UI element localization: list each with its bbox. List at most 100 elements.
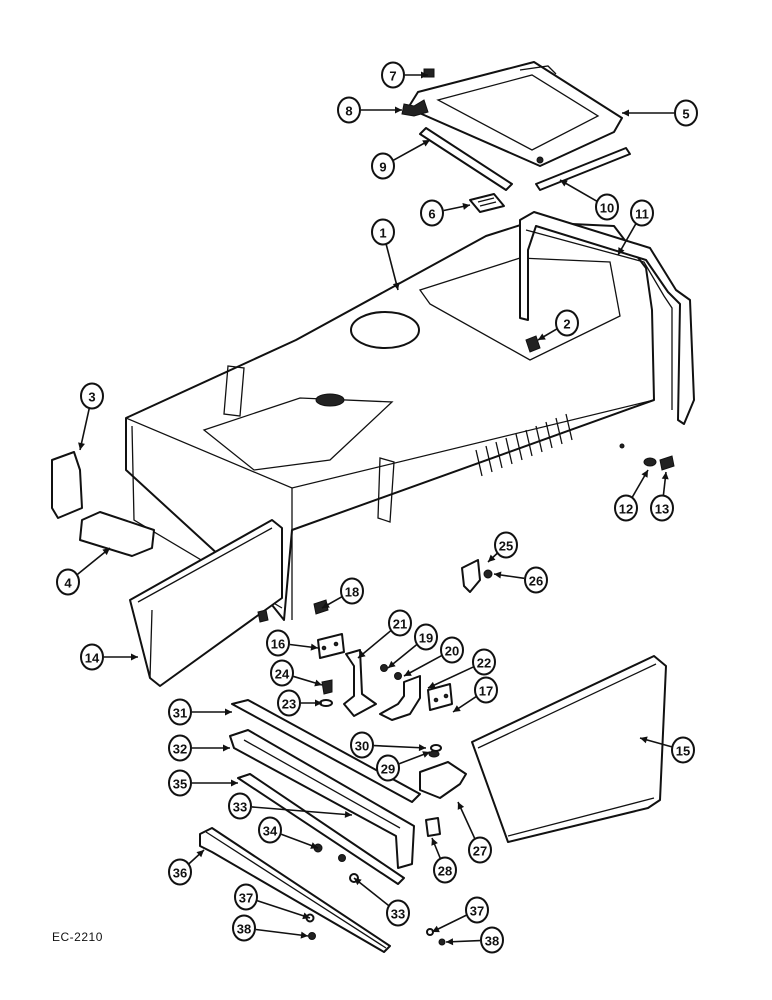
callout-circle [232,914,256,942]
callout-arrowhead [560,180,568,187]
callout-leader [79,407,91,451]
callout-label: 21 [393,617,407,632]
callout-c15: 15 [639,736,695,764]
callout-circle [80,643,104,671]
callout-label: 14 [85,651,100,666]
callout-leader [373,744,427,749]
callout-arrowhead [78,442,85,450]
part-11-front-grille-seal [519,211,695,425]
callout-arrowhead [358,650,366,658]
callout-label: 34 [263,824,278,839]
part-5-cover-plate [407,61,623,167]
callout-leader [357,630,392,659]
callout-arrowhead [641,470,648,478]
callout-circle [270,659,294,687]
callout-circle [277,689,301,717]
part-4-rubber-strip [79,511,155,557]
callout-c22: 22 [427,648,496,689]
callout-circle [524,566,548,594]
callout-arrowhead [538,333,546,340]
callout-arrowhead [102,548,110,556]
callout-label: 7 [389,69,396,84]
callout-arrowhead [354,878,362,886]
callout-circle [414,623,438,651]
callout-label: 27 [473,844,487,859]
callout-leader [427,666,474,689]
callout-label: 32 [173,742,187,757]
callout-label: 11 [635,207,649,222]
callout-arrowhead [310,842,318,849]
callout-c14: 14 [80,643,138,671]
callout-label: 2 [563,317,570,332]
part-12-washer [643,457,657,467]
callout-arrowhead [131,653,138,661]
callout-label: 35 [173,777,187,792]
callout-label: 13 [655,502,669,517]
callout-c4: 4 [56,547,111,596]
callout-label: 6 [428,207,435,222]
callout-label: 12 [619,502,633,517]
callout-circle [595,193,619,221]
callout-label: 24 [275,667,290,682]
callout-arrowhead [322,601,330,608]
callout-circle [340,577,364,605]
callout-label: 16 [271,637,285,652]
callout-arrowhead [457,802,465,810]
callout-c33b: 33 [353,877,410,927]
callout-arrowhead [302,912,310,920]
callout-arrowhead [300,931,308,939]
callout-arrowhead [432,925,440,933]
callout-arrowhead [231,779,238,787]
callout-c27: 27 [457,801,492,864]
callout-circle [381,61,405,89]
callout-label: 15 [676,744,690,759]
callout-c3: 3 [78,382,104,451]
callout-arrowhead [418,744,426,752]
part-20-nut [394,672,402,680]
callout-arrowhead [315,699,322,707]
callout-arrowhead [422,751,430,758]
part-28-spacer [425,817,441,837]
part-36-lower-rail [199,827,391,953]
part-13-screw [659,455,675,471]
callout-label: 31 [173,706,187,721]
callout-circle [371,152,395,180]
callout-label: 1 [379,226,386,241]
callout-circle [494,531,518,559]
callout-label: 28 [438,864,452,879]
callout-c29: 29 [376,751,431,782]
callout-c30: 30 [350,731,427,759]
callout-circle [350,731,374,759]
part-6-decal [469,193,505,213]
callout-circle [420,199,444,227]
callout-circle [234,883,258,911]
callout-label: 22 [477,656,491,671]
callout-c6: 6 [420,199,471,227]
callout-leader [353,877,390,907]
part-27-mount-bracket [419,761,467,799]
hood-lower-fastener [257,609,269,623]
callout-arrowhead [421,71,428,79]
callout-arrowhead [453,705,461,712]
part-16-plate [317,633,345,659]
callout-label: 19 [419,631,433,646]
part-38-nut-right [438,938,446,946]
callout-circle [440,636,464,664]
callout-circle [168,858,192,886]
part-10-seal-strip [535,147,631,191]
callout-label: 9 [379,160,386,175]
callout-c38a: 38 [232,914,309,942]
callout-label: 3 [88,390,95,405]
callout-label: 37 [470,904,484,919]
callout-arrowhead [388,660,396,668]
callout-c33a: 33 [228,792,353,820]
callout-c36: 36 [168,849,205,886]
callout-label: 10 [600,201,614,216]
callout-c37b: 37 [431,896,489,933]
callout-label: 30 [355,739,369,754]
callout-circle [371,218,395,246]
callout-c20: 20 [403,636,464,677]
callout-label: 8 [345,104,352,119]
callout-arrowhead [488,554,496,562]
callout-label: 26 [529,574,543,589]
